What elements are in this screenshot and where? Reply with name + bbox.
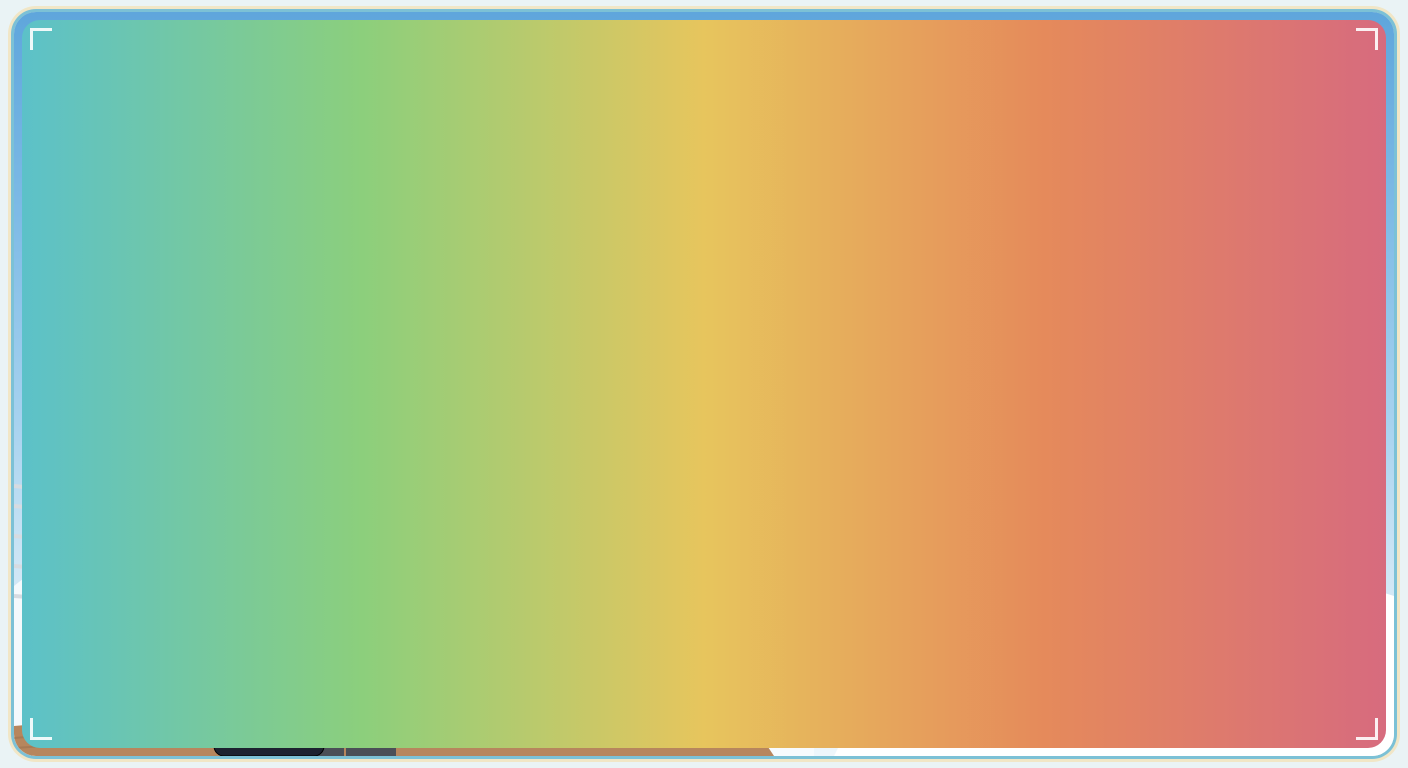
check-icon: ✓ (446, 358, 470, 382)
check-icon: ✓ (788, 522, 806, 540)
folder-icon: 適合 (834, 568, 944, 644)
heart-organ-icon (476, 357, 532, 430)
folder-label: 適合 (866, 596, 911, 621)
allergy-label-line1: アレルギー性 (488, 623, 596, 644)
certificate-title: 航空身体検査証明書 (850, 535, 932, 545)
ecg-card (444, 298, 538, 352)
corner-mark (30, 28, 52, 50)
page-subtitle: 第一種航空身体検査で落ちる理由と高校生の対策 (217, 186, 1191, 243)
thought-dot (396, 440, 409, 453)
ecg-eeg-label: 心電図・脳波検査対策 (454, 442, 648, 477)
aptitude-label: 操縦適性検査対策 (764, 444, 924, 479)
thought-dot (1240, 340, 1250, 350)
thought-dot (414, 428, 434, 448)
interview-illustration (1208, 398, 1315, 484)
eye-chart-row: F E F C T D (102, 390, 170, 404)
eye-chart-row: F P (116, 326, 156, 351)
check-icon: ✓ (292, 322, 316, 346)
roadmap-check-label: 適合 (810, 526, 837, 541)
clipboard-icon: ☑ ───☑ ───☐ ───☐ ─── (886, 355, 948, 436)
corner-mark (30, 718, 52, 740)
corner-mark (1356, 28, 1378, 50)
thought-dot (1226, 352, 1242, 368)
nasal-spray-icon (581, 523, 617, 613)
allergy-label-line2: 鼻炎対策 (506, 647, 578, 669)
eye-chart-row: L P E D (108, 373, 164, 390)
thought-dot (430, 546, 441, 557)
roadmap-label: 合格ロードマップ (736, 666, 896, 701)
corner-mark (1356, 718, 1378, 740)
eye-icon-card (204, 278, 280, 346)
check-icon: ✓ (620, 592, 644, 616)
eye-chart-row: T O Z (109, 352, 163, 374)
safe-icon (732, 554, 824, 640)
check-icon: ✓ (834, 408, 858, 432)
heart-ecg-icon (458, 309, 532, 340)
allergy-label: アレルギー性 鼻炎対策 (476, 616, 608, 677)
student-illustration (213, 373, 410, 756)
eye-chart-row: C (124, 290, 148, 325)
page-title: 【パイロットの視力・条件】 (239, 71, 1169, 161)
eye-chart-row: F E P O S S (108, 403, 164, 414)
eye-icon (213, 298, 271, 326)
airplane-icon (1051, 246, 1315, 352)
check-icon: ✓ (530, 412, 554, 436)
nose-icon (490, 529, 538, 600)
banner-frame: 【パイロットの視力・条件】 第一種航空身体検査で落ちる理由と高校生の対策 元大学… (14, 12, 1394, 756)
thought-dot (446, 554, 462, 570)
check-icon: ✓ (624, 358, 648, 382)
